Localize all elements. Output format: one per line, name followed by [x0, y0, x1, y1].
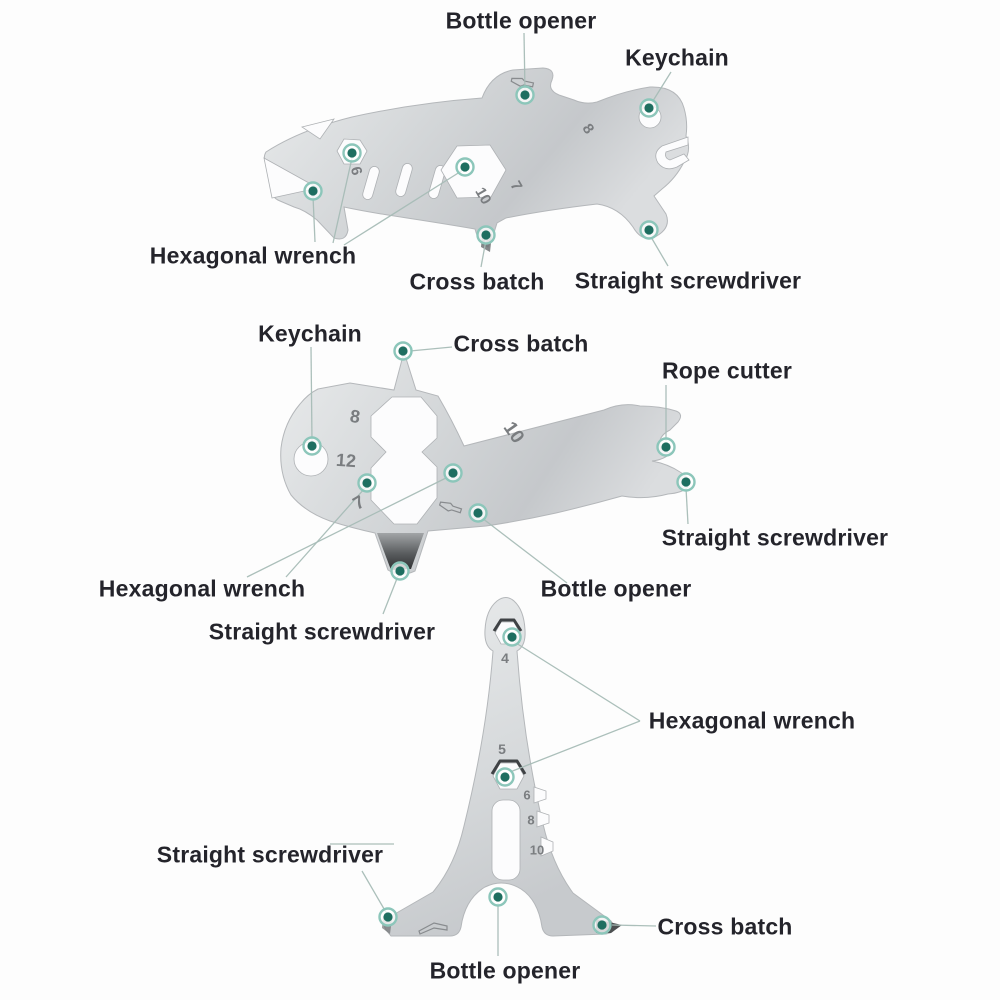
marker-whale-straight-screwdriver-fin — [390, 561, 410, 581]
label-shark-straight-screwdriver: Straight screwdriver — [574, 267, 802, 294]
whale-screwdriver-fin — [377, 533, 424, 570]
marker-whale-bottle-opener — [468, 503, 488, 523]
marker-shark-bottle-opener — [515, 85, 535, 105]
etched-bottle-icon — [438, 501, 463, 514]
marker-shark-straight-screwdriver — [639, 220, 659, 240]
shark-tail-hook-notch — [655, 136, 690, 170]
marker-shark-keychain — [639, 98, 659, 118]
label-tower-cross-batch: Cross batch — [657, 913, 793, 940]
etched-number-tower-4: 4 — [501, 650, 509, 666]
label-shark-cross-batch: Cross batch — [409, 268, 545, 295]
whale-tool-illustration — [280, 350, 690, 575]
leader-lines — [246, 32, 689, 956]
etched-number-whale-12: 12 — [335, 449, 357, 472]
marker-shark-hex-wrench — [342, 143, 362, 163]
marker-shark-mouth-wrench — [303, 181, 323, 201]
label-shark-keychain: Keychain — [625, 44, 729, 71]
label-whale-keychain: Keychain — [258, 320, 362, 347]
tower-edge-notches — [533, 786, 554, 857]
marker-tower-cross-batch — [592, 915, 612, 935]
label-tower-hexagonal-wrench: Hexagonal wrench — [648, 707, 856, 734]
label-shark-bottle-opener: Bottle opener — [445, 7, 597, 34]
label-tower-straight-screwdriver: Straight screwdriver — [156, 841, 384, 868]
marker-whale-hex-right — [443, 463, 463, 483]
etched-number-tower-8: 8 — [527, 812, 535, 828]
marker-whale-straight-screwdriver-tail — [676, 472, 696, 492]
marker-tower-bottle-opener — [488, 887, 508, 907]
marker-tower-straight-screwdriver — [378, 907, 398, 927]
etched-number-tower-5: 5 — [498, 741, 506, 757]
shark-gill-slots — [362, 163, 446, 200]
marker-shark-center-hex — [455, 157, 475, 177]
etched-number-tower-10: 10 — [529, 842, 545, 858]
marker-whale-hex-left — [357, 473, 377, 493]
marker-tower-hex-top — [502, 627, 522, 647]
eiffel-tower-tool-illustration — [382, 597, 622, 937]
tower-center-slot — [491, 799, 521, 881]
marker-whale-rope-cutter — [656, 437, 676, 457]
label-tower-bottle-opener: Bottle opener — [429, 957, 581, 984]
marker-shark-cross-batch — [476, 225, 496, 245]
label-whale-hexagonal-wrench: Hexagonal wrench — [98, 575, 306, 602]
etched-screwdriver-icon — [418, 922, 448, 935]
marker-dots — [302, 85, 696, 935]
marker-whale-keychain — [302, 436, 322, 456]
shark-tool-illustration — [263, 67, 690, 252]
label-whale-bottle-opener: Bottle opener — [540, 575, 692, 602]
label-shark-hexagonal-wrench: Hexagonal wrench — [149, 242, 357, 269]
etched-bottle-icon — [510, 77, 535, 88]
marker-tower-hex-mid — [495, 767, 515, 787]
label-whale-straight-screwdriver-fin: Straight screwdriver — [208, 618, 436, 645]
label-whale-cross-batch: Cross batch — [453, 330, 589, 357]
label-whale-straight-screwdriver-tail: Straight screwdriver — [661, 524, 889, 551]
whale-center-cutout — [370, 396, 438, 525]
etched-number-tower-6: 6 — [523, 787, 531, 803]
label-whale-rope-cutter: Rope cutter — [662, 357, 792, 384]
marker-whale-cross-batch — [393, 341, 413, 361]
